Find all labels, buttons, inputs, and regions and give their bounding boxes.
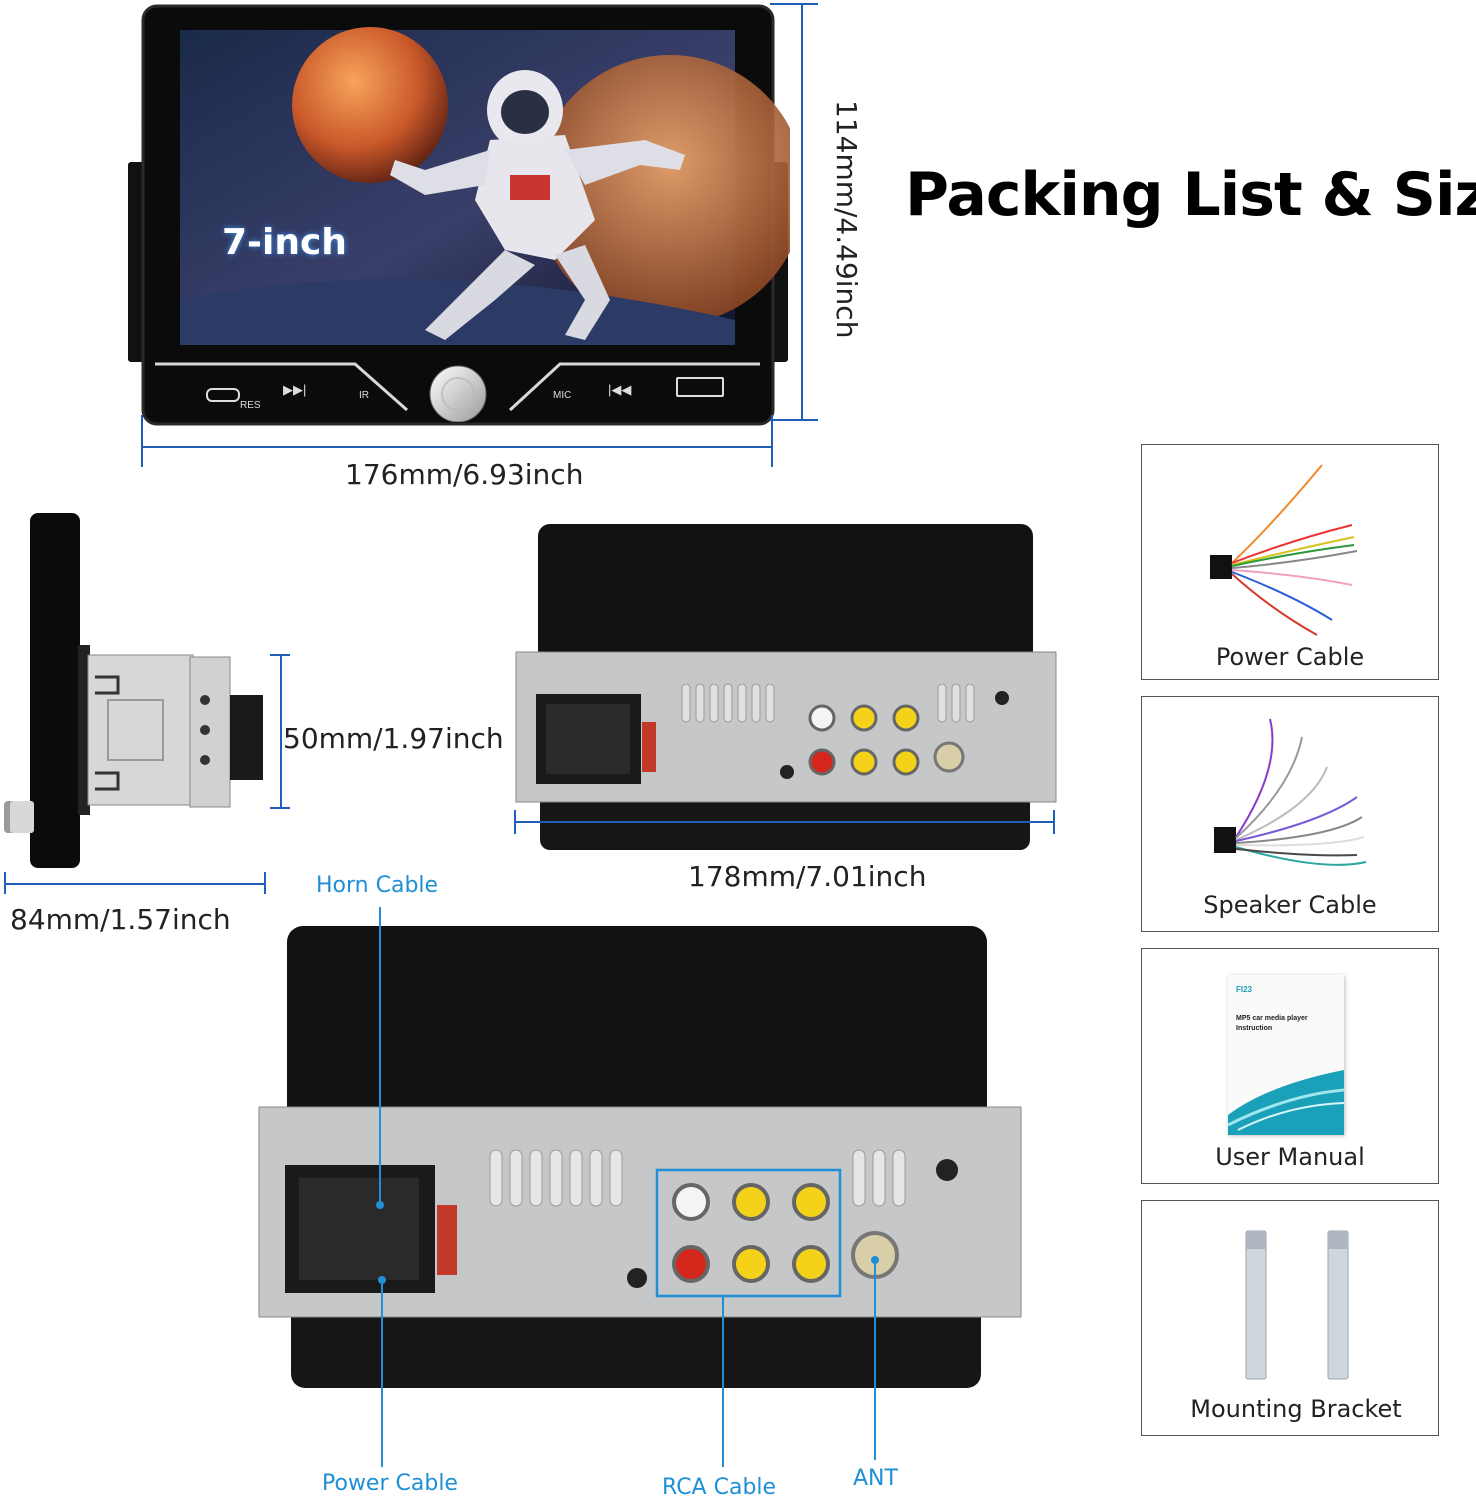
front-view-unit bbox=[125, 0, 790, 430]
res-label: RES bbox=[240, 400, 261, 411]
power-cable-callout: Power Cable bbox=[322, 1471, 458, 1496]
callout-lines bbox=[370, 905, 890, 1475]
front-height-label: 114mm/4.49inch bbox=[830, 100, 863, 339]
manual-title-2: Instruction bbox=[1236, 1025, 1273, 1032]
packing-item-label: User Manual bbox=[1215, 1143, 1365, 1171]
packing-item-label: Speaker Cable bbox=[1203, 891, 1377, 919]
packing-item-power-cable: Power Cable bbox=[1141, 444, 1439, 680]
user-manual-booklet: FI23 MP5 car media player Instruction bbox=[1228, 975, 1344, 1135]
back-view-large bbox=[255, 922, 1025, 1392]
front-width-dimension bbox=[138, 415, 778, 471]
ir-label: IR bbox=[359, 390, 369, 401]
packing-item-speaker-cable: Speaker Cable bbox=[1141, 696, 1439, 932]
packing-item-mounting-bracket: Mounting Bracket bbox=[1141, 1200, 1439, 1436]
depth-dimension bbox=[3, 872, 269, 896]
volume-knob[interactable] bbox=[430, 366, 486, 422]
front-controls bbox=[145, 352, 770, 422]
front-width-label: 176mm/6.93inch bbox=[345, 458, 584, 491]
speaker-cable-icon bbox=[1214, 718, 1367, 866]
power-cable-icon bbox=[1210, 464, 1358, 636]
side-view-unit bbox=[0, 505, 275, 875]
next-track-button[interactable]: ▶▶| bbox=[283, 382, 307, 397]
back-width-label: 178mm/7.01inch bbox=[688, 860, 927, 893]
manual-brand: FI23 bbox=[1236, 985, 1253, 994]
usb-port-icon bbox=[676, 377, 724, 397]
packing-item-user-manual: FI23 MP5 car media player Instruction Us… bbox=[1141, 948, 1439, 1184]
screen-size-badge: 7-inch bbox=[222, 222, 347, 263]
front-height-dimension bbox=[760, 0, 830, 425]
packing-item-label: Mounting Bracket bbox=[1190, 1395, 1402, 1423]
side-height-label: 50mm/1.97inch bbox=[283, 722, 504, 755]
rca-cable-callout: RCA Cable bbox=[662, 1475, 777, 1500]
horn-cable-callout: Horn Cable bbox=[316, 873, 439, 898]
mic-label: MIC bbox=[553, 390, 572, 401]
prev-track-button[interactable]: |◀◀ bbox=[608, 382, 632, 397]
back-view-small bbox=[512, 522, 1060, 854]
ant-callout: ANT bbox=[853, 1466, 898, 1491]
back-width-dimension bbox=[512, 810, 1058, 836]
manual-title-1: MP5 car media player bbox=[1236, 1015, 1308, 1022]
page-title: Packing List & Size bbox=[905, 160, 1476, 230]
usb-c-port-icon bbox=[206, 388, 240, 402]
depth-label: 84mm/1.57inch bbox=[10, 903, 231, 936]
packing-item-label: Power Cable bbox=[1215, 643, 1365, 671]
mounting-bracket-icon bbox=[1245, 1230, 1349, 1380]
side-height-dimension bbox=[268, 652, 294, 812]
